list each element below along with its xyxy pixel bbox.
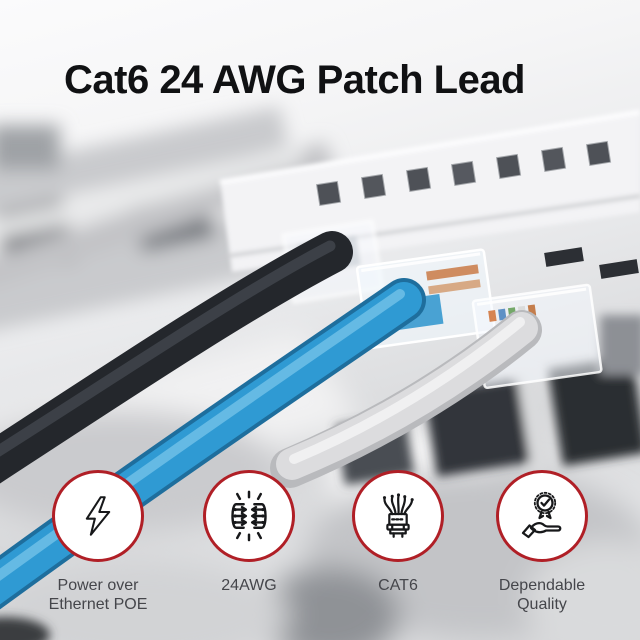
empty-ports (0, 315, 640, 640)
panel-vents (315, 140, 639, 279)
gray-cable (270, 310, 542, 488)
black-cable (0, 231, 353, 484)
blurred-rack-background (0, 106, 336, 334)
page-title: Cat6 24 AWG Patch Lead (64, 58, 526, 102)
blue-cable (0, 278, 426, 610)
